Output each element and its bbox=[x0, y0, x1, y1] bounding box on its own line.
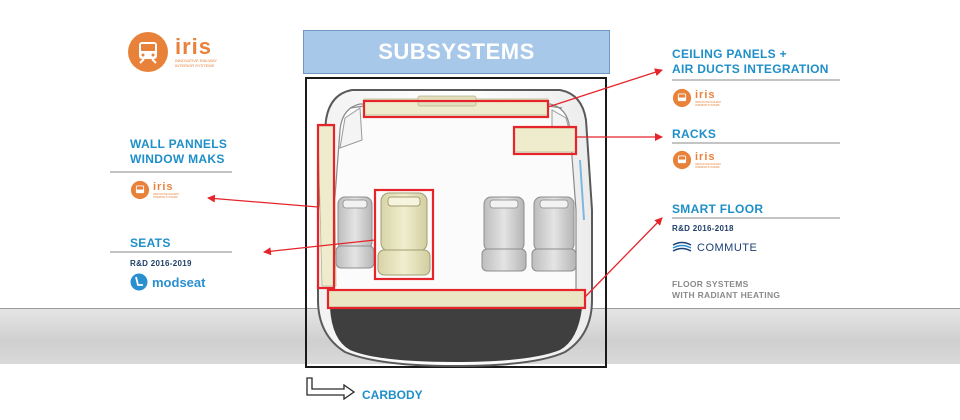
label-ceiling-line2: AIR DUCTS INTEGRATION bbox=[672, 62, 829, 76]
arrow-seats bbox=[263, 239, 376, 256]
carbody-arrow bbox=[306, 377, 356, 401]
label-seats: SEATS bbox=[130, 236, 171, 250]
commute-logo: COMMUTE bbox=[672, 241, 757, 255]
label-floor-systems-line2: WITH RADIANT HEATING bbox=[672, 290, 781, 300]
label-floor-systems: FLOOR SYSTEMS WITH RADIANT HEATING bbox=[672, 279, 780, 301]
label-smart-floor-rd: R&D 2016-2018 bbox=[672, 224, 734, 233]
subsystems-title: SUBSYSTEMS bbox=[303, 30, 610, 74]
iris-train-icon bbox=[672, 88, 692, 108]
iris-train-icon bbox=[128, 32, 168, 72]
commute-wordmark: COMMUTE bbox=[697, 242, 758, 254]
label-seats-rd: R&D 2016-2019 bbox=[130, 259, 192, 268]
label-ceiling: CEILING PANELS + AIR DUCTS INTEGRATION bbox=[672, 47, 829, 77]
smart-floor-layer bbox=[327, 289, 586, 308]
label-carbody: CARBODY bbox=[362, 388, 423, 402]
iris-logo-wall: iris INNOVATIVE RAILWAY INTERIOR SYSTEMS bbox=[130, 180, 179, 200]
iris-wordmark: iris bbox=[175, 34, 213, 59]
arrow-floor bbox=[584, 217, 663, 298]
modseat-wordmark: modseat bbox=[152, 274, 206, 290]
iris-tagline-2: INTERIOR SYSTEMS bbox=[695, 165, 720, 169]
iris-tagline-1: INNOVATIVE RAILWAY bbox=[175, 58, 218, 63]
label-floor-systems-line1: FLOOR SYSTEMS bbox=[672, 279, 749, 289]
iris-logo-main: iris INNOVATIVE RAILWAY INTERIOR SYSTEMS bbox=[126, 30, 217, 74]
label-racks: RACKS bbox=[672, 127, 717, 141]
iris-logo-racks: iris INNOVATIVE RAILWAY INTERIOR SYSTEMS bbox=[672, 150, 721, 170]
iris-tagline-1: INNOVATIVE RAILWAY bbox=[695, 162, 722, 166]
iris-wordmark: iris bbox=[695, 88, 716, 101]
iris-tagline-2: INTERIOR SYSTEMS bbox=[175, 63, 215, 68]
arrow-ceiling bbox=[547, 68, 663, 108]
label-wall: WALL PANNELS WINDOW MAKS bbox=[130, 137, 227, 167]
seat-gray-right-2 bbox=[531, 196, 577, 272]
modseat-seat-icon bbox=[130, 273, 148, 291]
label-wall-line1: WALL PANNELS bbox=[130, 137, 228, 151]
seat-gray-right-1 bbox=[481, 196, 527, 272]
iris-wordmark: iris bbox=[153, 180, 174, 193]
label-ceiling-line1: CEILING PANELS + bbox=[672, 47, 787, 61]
iris-train-icon bbox=[672, 150, 692, 170]
luggage-rack bbox=[513, 127, 577, 153]
iris-tagline-1: INNOVATIVE RAILWAY bbox=[695, 100, 722, 104]
highlight-floor bbox=[326, 288, 587, 310]
label-wall-line2: WINDOW MAKS bbox=[130, 152, 225, 166]
highlight-racks bbox=[512, 125, 578, 156]
iris-tagline-2: INTERIOR SYSTEMS bbox=[153, 195, 178, 199]
seat-gray-left bbox=[335, 196, 375, 269]
label-smart-floor: SMART FLOOR bbox=[672, 202, 764, 216]
arrow-wall bbox=[207, 194, 319, 208]
iris-wordmark: iris bbox=[695, 150, 716, 163]
highlight-seat bbox=[373, 188, 435, 281]
iris-logo-ceiling: iris INNOVATIVE RAILWAY INTERIOR SYSTEMS bbox=[672, 88, 721, 108]
iris-tagline-2: INTERIOR SYSTEMS bbox=[695, 103, 720, 107]
iris-train-icon bbox=[130, 180, 150, 200]
diagram-frame bbox=[305, 77, 607, 368]
highlight-ceiling bbox=[362, 99, 550, 119]
iris-tagline-1: INNOVATIVE RAILWAY bbox=[153, 192, 180, 196]
modseat-logo: modseat bbox=[130, 273, 205, 291]
commute-wave-icon bbox=[672, 241, 692, 252]
seat-yellow bbox=[377, 192, 431, 276]
